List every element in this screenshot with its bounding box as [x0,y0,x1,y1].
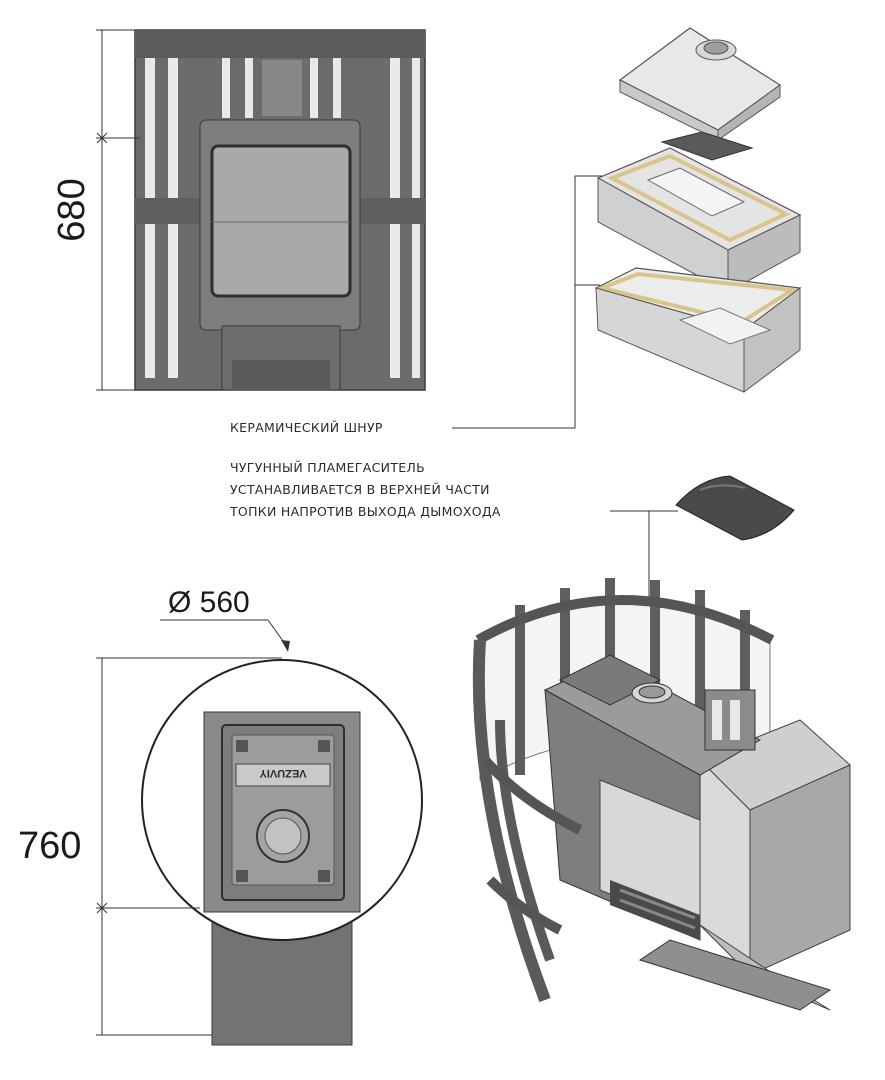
diameter-label: Ø 560 [168,586,250,619]
flame-arrester-part [675,475,795,541]
ceramic-cord-label: КЕРАМИЧЕСКИЙ ШНУР [230,420,383,435]
top-height-label: 760 [18,825,81,867]
ceramic-cord-leader [452,175,602,429]
cutaway-3d-view [472,578,851,1011]
flame-arrester-callout: ЧУГУННЫЙ ПЛАМЕГАСИТЕЛЬ УСТАНАВЛИВАЕТСЯ В… [229,460,795,688]
gasket-plate [660,131,754,161]
lower-firebox-half [594,267,802,393]
diameter-dimension: Ø 560 [160,586,290,652]
flame-arrester-line-1: ЧУГУННЫЙ ПЛАМЕГАСИТЕЛЬ [230,460,425,475]
top-view: VEZUVIY [141,659,423,1046]
front-height-label: 680 [51,178,93,241]
exploded-cast-parts [594,27,802,393]
top-height-dimension: 760 [18,657,282,1036]
front-height-dimension: 680 [51,29,140,391]
brand-logo-text: VEZUVIY [259,767,307,779]
upper-firebox-half [596,147,802,293]
top-lid [618,27,782,141]
flame-arrester-line-3: ТОПКИ НАПРОТИВ ВЫХОДА ДЫМОХОДА [229,504,501,519]
flame-arrester-line-2: УСТАНАВЛИВАЕТСЯ В ВЕРХНЕЙ ЧАСТИ [230,482,490,497]
front-view [134,29,426,391]
